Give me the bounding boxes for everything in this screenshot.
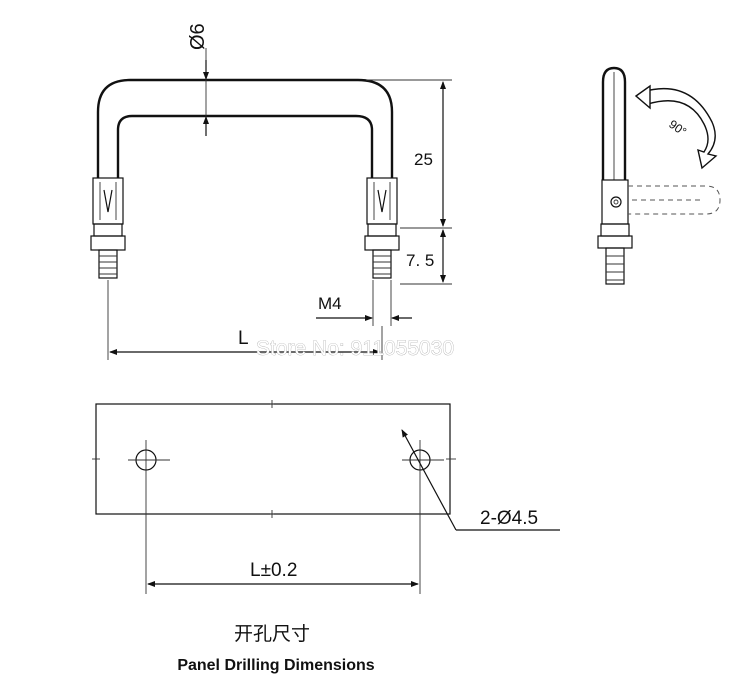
hole-spacing-label: L±0.2: [250, 560, 297, 581]
height-dimension: 25 7. 5: [366, 79, 452, 285]
rod-diameter-label: Ø6: [187, 23, 209, 50]
rod-diameter-dimension: Ø6: [187, 23, 209, 136]
length-label: L: [238, 328, 249, 349]
handle-side-view: 90°: [597, 66, 721, 285]
caption-english: Panel Drilling Dimensions: [177, 657, 374, 674]
thread-label: M4: [318, 294, 342, 313]
rotation-angle-label: 90°: [666, 117, 689, 139]
caption-chinese: 开孔尺寸: [234, 623, 310, 645]
handle-front-view: [90, 78, 400, 279]
height-label: 25: [414, 150, 433, 169]
hole-spec-label: 2-Ø4.5: [480, 508, 538, 529]
store-watermark: Store No: 911055030: [256, 337, 454, 360]
thread-dimension: M4: [316, 280, 412, 326]
panel-drilling-view: 2-Ø4.5 L±0.2: [92, 400, 560, 594]
thread-height-label: 7. 5: [406, 251, 434, 270]
rotation-arrow: [640, 88, 718, 170]
length-dimension: L: [107, 280, 383, 360]
